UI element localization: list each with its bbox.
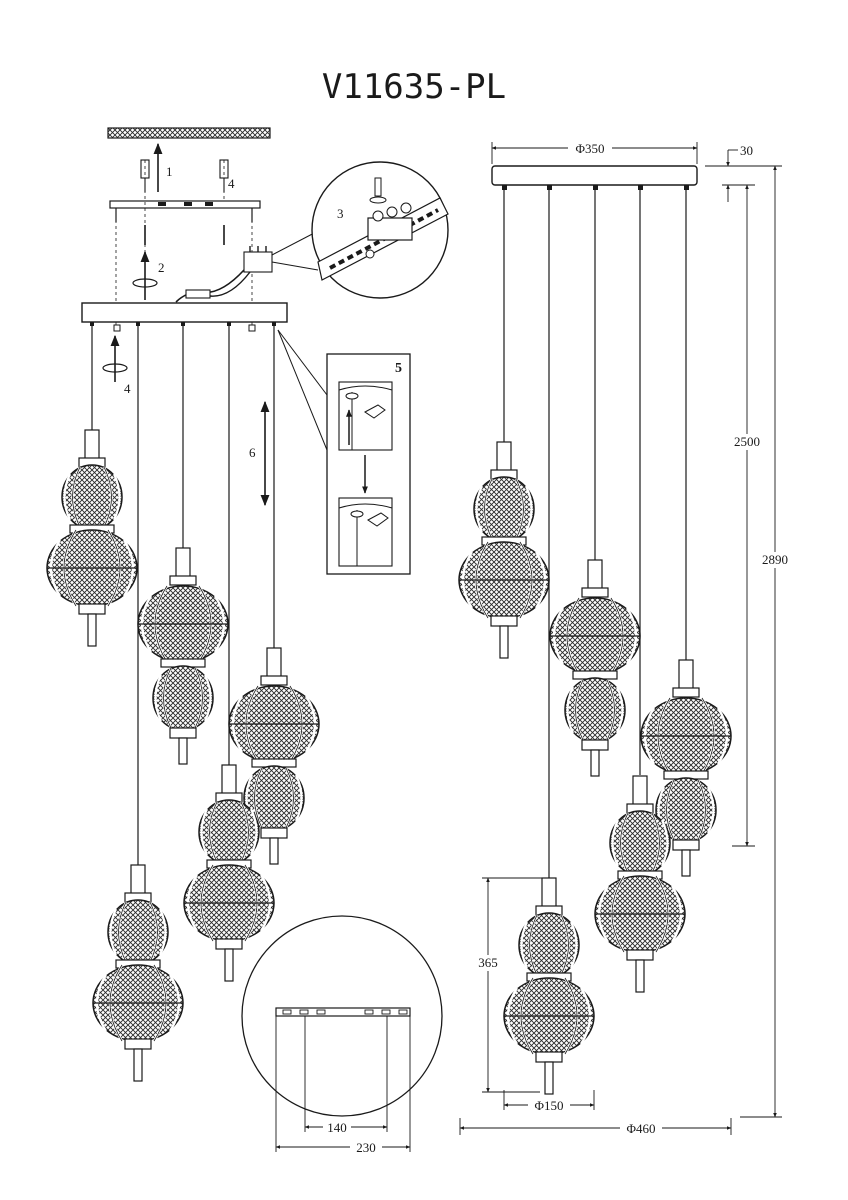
pendant-shade-1: [45, 428, 139, 648]
canopy-height-label: 30: [740, 143, 753, 158]
canopy: [81, 302, 288, 332]
drop-min-label: 2500: [734, 434, 760, 449]
detail-5-cable-adjust: [326, 353, 411, 575]
detail-3-terminal-block: [311, 161, 449, 299]
step-3-label: 3: [337, 206, 344, 221]
bracket-length-label: 230: [356, 1140, 376, 1155]
dim-pendant-shade-2: [548, 558, 642, 778]
shade-height-label: 365: [478, 955, 498, 970]
shade-diameter-label: Φ150: [534, 1098, 563, 1113]
step-5-label: 5: [395, 361, 402, 376]
dim-canopy: [491, 165, 698, 190]
drop-max-label: 2890: [762, 552, 788, 567]
wall-anchor-right: [219, 159, 229, 192]
dimension-view: Φ350 30 2500 2890: [457, 141, 794, 1136]
step-4-label-top: 4: [228, 176, 235, 191]
mounting-bracket: [109, 200, 261, 222]
overall-diameter-label: Φ460: [626, 1121, 655, 1136]
installation-view: 1 4 2: [45, 127, 449, 1155]
step-4-label-bottom: 4: [124, 381, 131, 396]
ceiling: [107, 127, 271, 139]
bracket-hole-spacing-label: 140: [327, 1120, 347, 1135]
canopy-diameter-label: Φ350: [575, 141, 604, 156]
step-1-label: 1: [166, 164, 173, 179]
dim-pendant-shade-1: [457, 440, 551, 660]
wiring: [175, 246, 273, 303]
pendant-shade-2: [136, 546, 230, 766]
bracket-detail: [241, 915, 443, 1153]
dim-pendant-shade-5: [502, 876, 596, 1096]
step-6-label: 6: [249, 445, 256, 460]
pendant-shade-5: [91, 863, 185, 1083]
drawing-title: V11635-PL: [322, 67, 506, 107]
wall-anchor-left: [140, 159, 150, 192]
step-2-label: 2: [158, 260, 165, 275]
